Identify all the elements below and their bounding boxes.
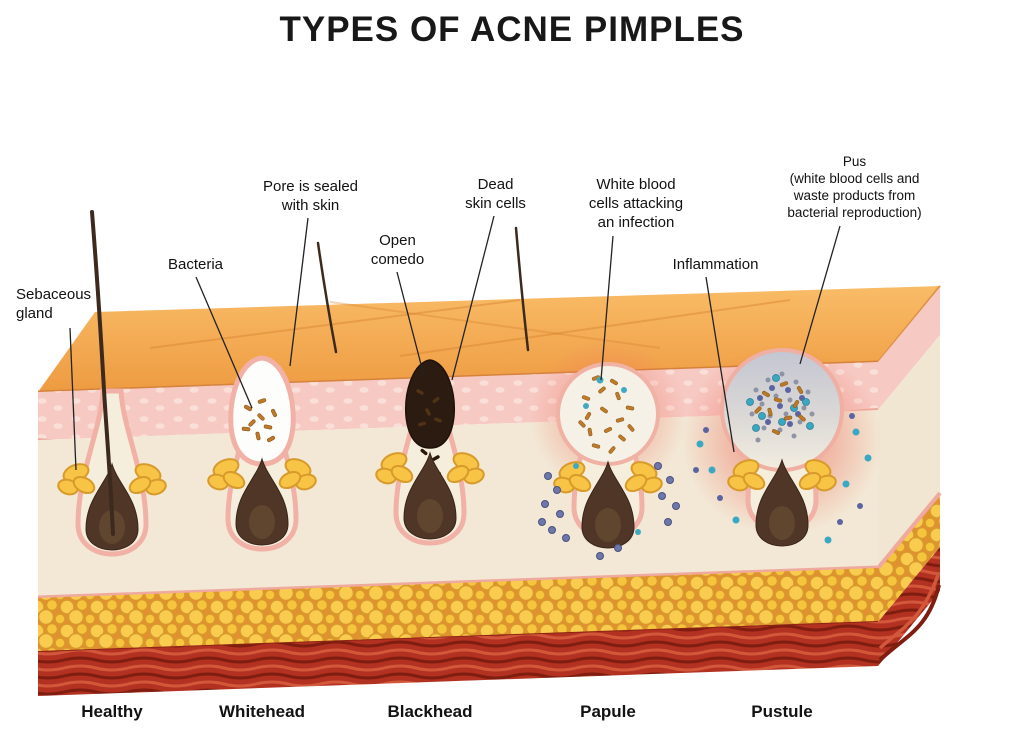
follicle-whitehead	[205, 355, 319, 549]
pus-blue-dots	[757, 385, 805, 427]
label-sebaceous-gland: Sebaceous gland	[16, 286, 92, 322]
label-pore-sealed: Pore is sealed with skin	[262, 178, 359, 214]
surface-hairs	[316, 226, 530, 354]
leader-pore-sealed	[289, 217, 309, 367]
wbc-dots-outer	[693, 413, 863, 525]
type-label-whitehead: Whitehead	[219, 702, 305, 721]
pus-teal-dots	[746, 374, 814, 432]
type-label-healthy: Healthy	[81, 702, 143, 721]
whitehead-bump	[228, 355, 296, 467]
teal-dots-outer	[696, 428, 872, 544]
leader-dead-skin-cells	[451, 215, 495, 381]
muscle-layer	[38, 622, 878, 696]
follicle-healthy	[55, 210, 169, 554]
label-inflammation: Inflammation	[672, 256, 759, 273]
pus-sphere	[720, 348, 844, 472]
type-label-papule: Papule	[580, 702, 636, 721]
right-side-face	[876, 287, 942, 666]
leader-lines	[69, 215, 841, 471]
type-label-pustule: Pustule	[751, 702, 813, 721]
leader-inflammation	[705, 276, 735, 453]
follicle-pustule	[682, 345, 882, 547]
leader-bacteria	[195, 276, 253, 409]
leader-white-blood-cells	[600, 235, 614, 381]
teal-dots-outer	[573, 463, 641, 535]
label-white-blood-cells: White blood cells attacking an infection	[588, 176, 684, 231]
type-label-blackhead: Blackhead	[387, 702, 473, 721]
leader-pus	[799, 225, 841, 365]
pus-gray-dots	[749, 371, 815, 443]
leader-open-comedo	[396, 271, 425, 377]
hair	[316, 241, 338, 354]
hair	[90, 210, 115, 536]
label-open-comedo: Open comedo	[370, 232, 425, 268]
hair	[514, 226, 530, 352]
diagram-title: TYPES OF ACNE PIMPLES	[279, 10, 745, 49]
follicle-papule	[530, 338, 686, 560]
leader-sebaceous-gland	[69, 327, 77, 471]
papule-sphere	[556, 362, 660, 466]
wbc-dots-outer	[538, 462, 680, 560]
follicle-blackhead	[373, 359, 487, 543]
open-comedo-plug	[405, 359, 455, 449]
label-dead-skin-cells: Dead skin cells	[465, 176, 526, 212]
label-pus: Pus (white blood cells and waste product…	[787, 154, 922, 220]
label-bacteria: Bacteria	[167, 256, 224, 273]
